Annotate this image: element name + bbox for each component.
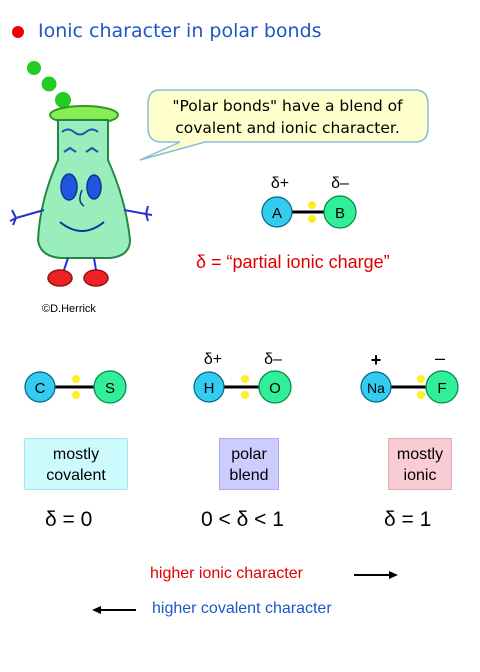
ionic-arrow-label: higher ionic character — [150, 565, 303, 582]
delta-value-covalent: δ = 0 — [45, 508, 93, 531]
example-bond: A B δ+ δ– — [261, 175, 357, 229]
charge-b: δ– — [331, 175, 349, 192]
atom-s — [93, 370, 127, 404]
category-polar-blend: polar blend — [219, 438, 279, 490]
covalent-arrow-label: higher covalent character — [152, 600, 332, 617]
delta-value-ionic: δ = 1 — [384, 508, 432, 531]
atom-s-label: S — [105, 380, 115, 397]
speech-bubble-text: "Polar bonds" have a blend of covalent a… — [172, 97, 403, 137]
category-line1: mostly — [396, 446, 444, 463]
atom-na — [360, 371, 392, 403]
atom-o — [258, 370, 292, 404]
category-line1: polar — [231, 446, 267, 463]
atom-a-label: A — [272, 205, 282, 222]
page-title: Ionic character in polar bonds — [38, 20, 322, 42]
category-mostly-covalent: mostly covalent — [24, 438, 128, 490]
category-line2: ionic — [403, 467, 437, 484]
charge-na: + — [371, 350, 382, 370]
delta-definition: δ = “partial ionic charge” — [196, 252, 390, 272]
category-line2: blend — [229, 467, 269, 484]
atom-h-label: H — [204, 380, 215, 397]
category-line1: mostly — [52, 446, 100, 463]
speech-bubble — [139, 89, 429, 161]
bond-h-o: H O δ+ δ– — [193, 351, 292, 404]
delta-value-polar: 0 < δ < 1 — [201, 508, 284, 531]
atom-na-label: Na — [367, 380, 385, 396]
atom-a — [261, 196, 293, 228]
charge-f: – — [435, 348, 445, 368]
charge-h: δ+ — [204, 351, 222, 368]
category-line2: covalent — [46, 467, 106, 484]
atom-h — [193, 371, 225, 403]
ionic-arrow — [354, 571, 398, 579]
atom-o-label: O — [269, 380, 281, 397]
atom-b — [323, 195, 357, 229]
atom-b-label: B — [335, 205, 345, 222]
bond-c-s: C S — [24, 370, 127, 404]
flask-character — [9, 105, 153, 287]
thought-dots — [27, 61, 71, 108]
atom-c — [24, 371, 56, 403]
credit: ©D.Herrick — [42, 303, 96, 315]
bond-na-f: Na F + – — [360, 348, 459, 404]
atom-f — [425, 370, 459, 404]
atom-c-label: C — [35, 380, 46, 397]
charge-o: δ– — [264, 351, 282, 368]
charge-a: δ+ — [271, 175, 289, 192]
category-mostly-ionic: mostly ionic — [388, 438, 452, 490]
atom-f-label: F — [437, 380, 446, 397]
title-bullet — [12, 26, 24, 38]
covalent-arrow — [92, 606, 136, 614]
